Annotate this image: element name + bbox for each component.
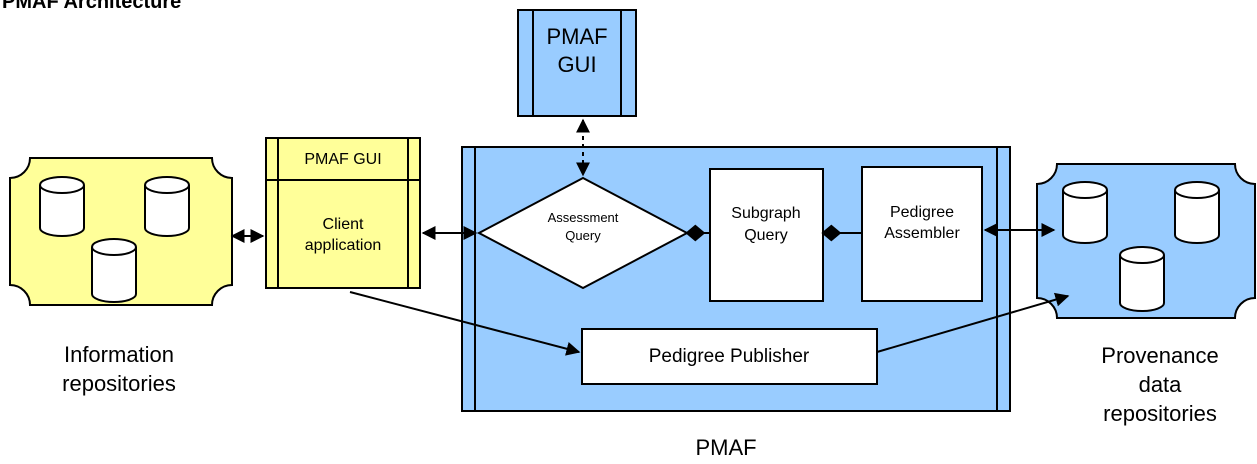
subgraph-query-label-2: Query <box>744 227 788 244</box>
assessment-query-label-2: Query <box>565 228 601 243</box>
prov-repos-label-2: data <box>1139 372 1183 397</box>
database-icon <box>1174 181 1220 244</box>
pedigree-publisher-label: Pedigree Publisher <box>649 346 810 367</box>
database-icon <box>1062 181 1108 244</box>
assessment-query-label-1: Assessment <box>548 210 619 225</box>
info-repos-label-1: Information <box>64 342 174 367</box>
client-label-1: Client <box>323 216 364 233</box>
publisher-provenance-connector <box>876 292 1070 353</box>
prov-repos-label-1: Provenance <box>1101 343 1218 368</box>
database-icon <box>39 176 85 237</box>
pmaf-gui-top-label-1: PMAF <box>546 24 607 49</box>
client-label-2: application <box>305 237 382 254</box>
diagram-title: PMAF Architecture <box>2 0 181 13</box>
client-header-label: PMAF GUI <box>304 151 381 168</box>
database-icon <box>1119 246 1165 312</box>
pmaf-gui-top-label-2: GUI <box>557 52 596 77</box>
client-publisher-connector <box>349 291 581 356</box>
prov-repos-label-3: repositories <box>1103 401 1217 426</box>
pedigree-assembler-label-2: Assembler <box>884 225 960 242</box>
pedigree-publisher-box <box>581 328 878 385</box>
provenance-repositories-shape <box>1036 163 1256 319</box>
assessment-query-diamond <box>476 176 690 290</box>
client-application-box <box>265 137 421 289</box>
pmaf-container-label: PMAF <box>695 435 756 460</box>
information-repositories-shape <box>9 157 233 306</box>
info-repos-label-2: repositories <box>62 371 176 396</box>
pmaf-gui-top-box <box>517 9 637 117</box>
subgraph-query-label-1: Subgraph <box>731 205 800 222</box>
database-icon <box>144 176 190 237</box>
database-icon <box>91 238 137 303</box>
pedigree-assembler-label-1: Pedigree <box>890 204 954 221</box>
subgraph-query-box <box>709 168 824 302</box>
